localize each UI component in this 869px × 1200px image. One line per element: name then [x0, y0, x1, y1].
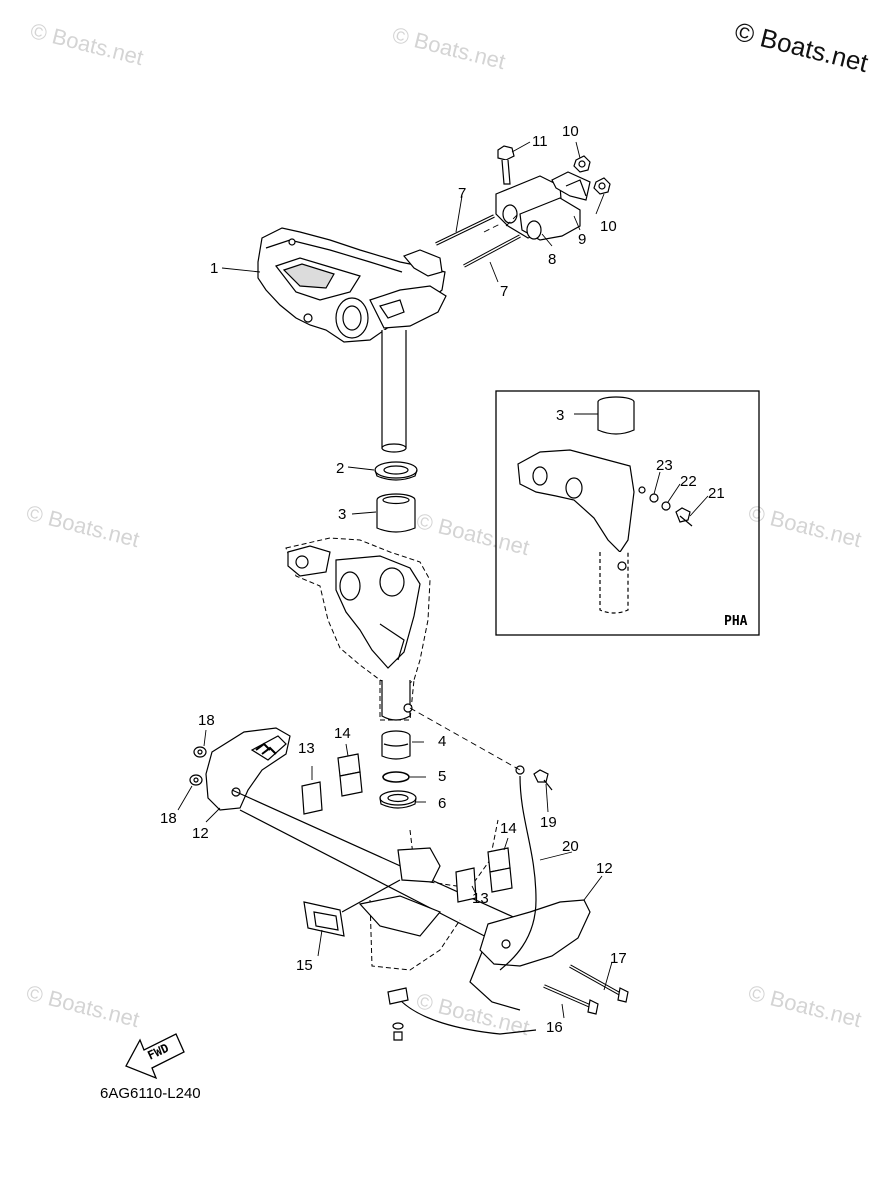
screw-part-19 — [533, 769, 553, 791]
callout-13: 13 — [298, 740, 315, 757]
clamp-bracket-part-12-right — [469, 899, 591, 1011]
bolt-part-11 — [497, 145, 515, 185]
callout-23: 23 — [656, 457, 673, 474]
plate-part-15 — [303, 879, 401, 937]
washer-part-18 — [189, 746, 207, 786]
callout-4: 4 — [438, 733, 447, 750]
callout-21: 21 — [708, 485, 725, 502]
callout-17: 17 — [610, 950, 627, 967]
callout-3-inset: 3 — [556, 407, 565, 424]
assembly-lines — [409, 211, 521, 771]
bolt-part-17 — [569, 964, 629, 1003]
steering-bracket-part — [257, 227, 447, 453]
ground-lead-part-20 — [399, 765, 537, 1035]
clamp-bracket-part-12-left — [205, 727, 291, 811]
callout-8: 8 — [548, 251, 557, 268]
pad-part-13 — [301, 781, 477, 903]
swivel-lower-block — [358, 847, 441, 937]
lower-fastener — [387, 987, 409, 1041]
callout-2: 2 — [336, 460, 345, 477]
callout-20: 20 — [562, 838, 579, 855]
callout-11: 11 — [532, 133, 548, 150]
callout-15: 15 — [296, 957, 313, 974]
callout-7b: 7 — [500, 283, 509, 300]
callout-18: 18 — [198, 712, 215, 729]
callout-14: 14 — [334, 725, 351, 742]
callout-7: 7 — [458, 185, 467, 202]
callout-18b: 18 — [160, 810, 177, 827]
inset-frame — [495, 390, 760, 636]
callout-6: 6 — [438, 795, 447, 812]
inset-assembly — [517, 396, 693, 614]
bushing-part-6 — [379, 790, 417, 809]
diagram-code: 6AG6110-L240 — [100, 1085, 201, 1102]
callout-12b: 12 — [596, 860, 613, 877]
callout-10: 10 — [562, 123, 579, 140]
bolt-part-7 — [435, 214, 521, 268]
callout-22: 22 — [680, 473, 697, 490]
bolt-part-16 — [543, 984, 599, 1015]
callout-14b: 14 — [500, 820, 517, 837]
callout-3: 3 — [338, 506, 347, 523]
leader-lines — [177, 141, 709, 1019]
nut-part-10 — [573, 155, 611, 195]
callout-19: 19 — [540, 814, 557, 831]
callout-13b: 13 — [472, 890, 489, 907]
swivel-bracket-part — [287, 545, 421, 721]
callout-5: 5 — [438, 768, 447, 785]
callout-1: 1 — [210, 260, 219, 277]
bushing-part-2 — [374, 461, 418, 481]
bushing-part-3 — [376, 493, 416, 533]
callout-16: 16 — [546, 1019, 563, 1036]
bushing-part-4 — [381, 730, 411, 760]
fwd-arrow-icon — [125, 1033, 185, 1080]
callout-12: 12 — [192, 825, 209, 842]
callout-10b: 10 — [600, 218, 617, 235]
o-ring-part-5 — [382, 771, 410, 783]
pad-part-14 — [337, 753, 513, 893]
inset-label: PHA — [724, 614, 748, 629]
callout-9: 9 — [578, 231, 587, 248]
